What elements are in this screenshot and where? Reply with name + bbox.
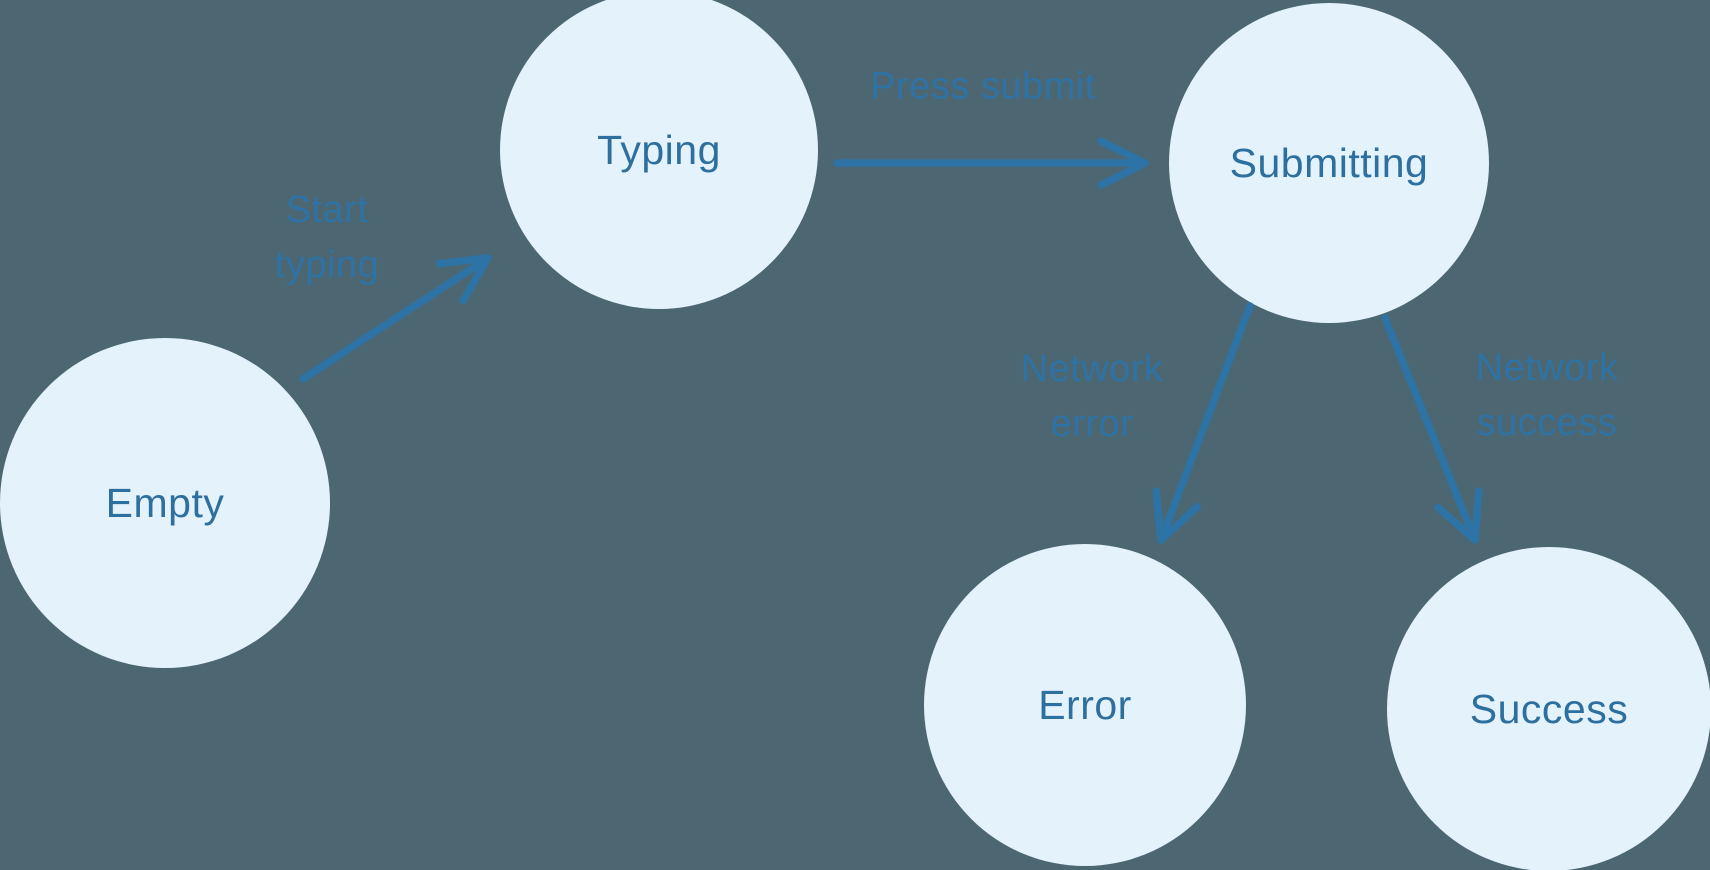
state-node-success: Success xyxy=(1387,547,1710,870)
state-node-typing: Typing xyxy=(500,0,818,309)
state-node-empty: Empty xyxy=(0,338,330,668)
edge-label-line: typing xyxy=(274,244,380,286)
edge-label-press-submit: Press submit xyxy=(870,60,1096,115)
state-node-label: Success xyxy=(1469,685,1629,732)
edge-label-line: Network xyxy=(1475,347,1619,389)
edge-label-line: Press submit xyxy=(870,65,1096,108)
state-node-label: Empty xyxy=(105,479,225,526)
arrow-submitting-to-error xyxy=(1152,302,1254,544)
state-node-label: Typing xyxy=(597,126,721,173)
edge-label-line: success xyxy=(1476,402,1618,444)
edge-label-line: Network xyxy=(1020,348,1164,390)
state-node-error: Error xyxy=(924,544,1246,866)
edge-label-network-error: Network error xyxy=(1021,342,1164,452)
state-node-submitting: Submitting xyxy=(1169,3,1489,323)
edge-label-line: Start xyxy=(285,189,369,231)
edge-label-start-typing: Start typing xyxy=(275,183,379,293)
state-node-label: Error xyxy=(1038,681,1132,728)
edge-label-line: error xyxy=(1050,403,1134,445)
edge-label-network-success: Network success xyxy=(1476,341,1619,451)
arrow-submitting-to-success xyxy=(1381,314,1483,544)
state-node-label: Submitting xyxy=(1229,139,1429,186)
